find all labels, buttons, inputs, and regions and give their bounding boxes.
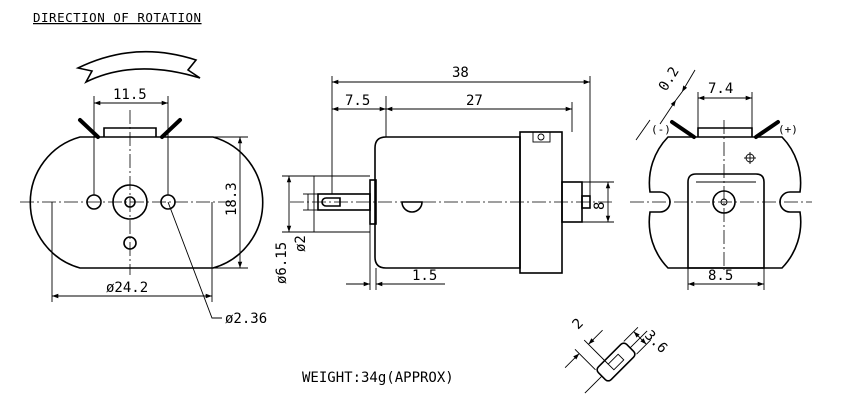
rotation-arrow	[75, 50, 201, 84]
dim-rear-boss: 8	[592, 202, 608, 210]
rotation-title: DIRECTION OF ROTATION	[33, 10, 202, 25]
rear-view	[630, 69, 812, 290]
dim-hole-spacing: 11.5	[113, 87, 147, 103]
dim-hole-dia: ø2.36	[225, 311, 267, 327]
dim-height: 18.3	[224, 182, 240, 216]
dim-clearance: 0.2	[656, 64, 683, 94]
dim-boss-dia: ø6.15	[274, 242, 290, 284]
dim-total-length: 38	[452, 65, 469, 81]
dim-detail-width: 2	[570, 316, 587, 333]
terminal-positive-label: (+)	[778, 123, 798, 136]
front-view	[20, 96, 264, 319]
terminal-negative-label: (-)	[651, 123, 671, 136]
dim-shaft-length: 7.5	[345, 93, 370, 109]
terminal-detail	[564, 327, 651, 394]
dim-body-length: 27	[466, 93, 483, 109]
dim-diameter: ø24.2	[106, 280, 148, 296]
weight-note: WEIGHT:34g(APPROX)	[302, 370, 454, 386]
dim-terminal-spacing: 7.4	[708, 81, 733, 97]
side-view	[282, 76, 614, 290]
dim-flange: 1.5	[412, 268, 437, 284]
dim-shaft-dia: ø2	[293, 235, 309, 252]
dim-rear-width: 8.5	[708, 268, 733, 284]
